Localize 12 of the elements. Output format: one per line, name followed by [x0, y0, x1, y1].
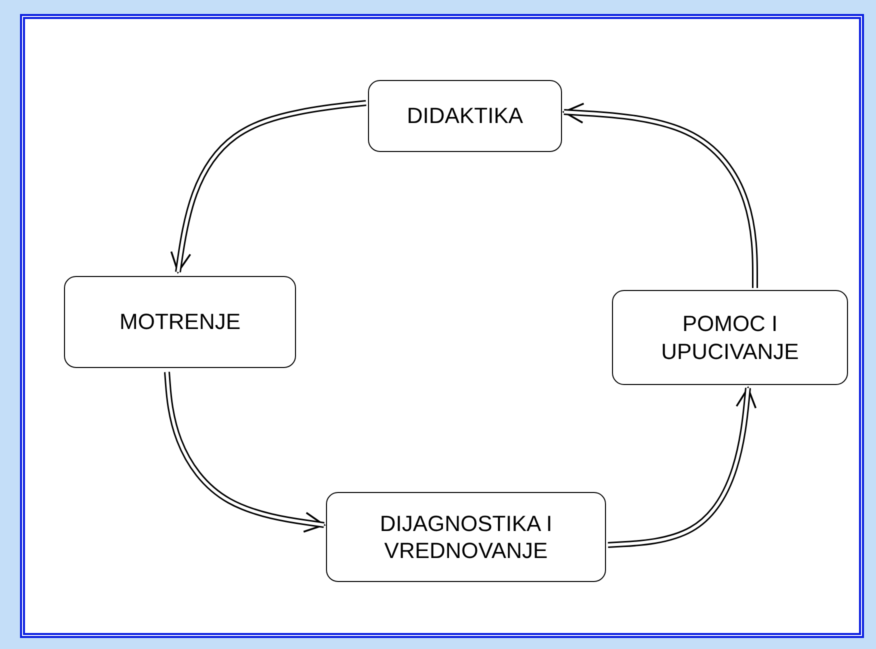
- double-arrow: [563, 102, 758, 288]
- process-box: [64, 276, 296, 368]
- double-arrow: [170, 100, 366, 273]
- process-box: [326, 492, 606, 582]
- box-label: DIDAKTIKA: [406, 102, 524, 130]
- box-label: MOTRENJE: [118, 308, 242, 336]
- double-arrow: [164, 372, 325, 533]
- process-box: [368, 80, 562, 152]
- double-arrow: [608, 387, 757, 548]
- box-label: POMOC I UPUCIVANJE: [660, 310, 800, 365]
- box-label: DIJAGNOSTIKA I VREDNOVANJE: [378, 510, 554, 564]
- process-box: [612, 290, 848, 385]
